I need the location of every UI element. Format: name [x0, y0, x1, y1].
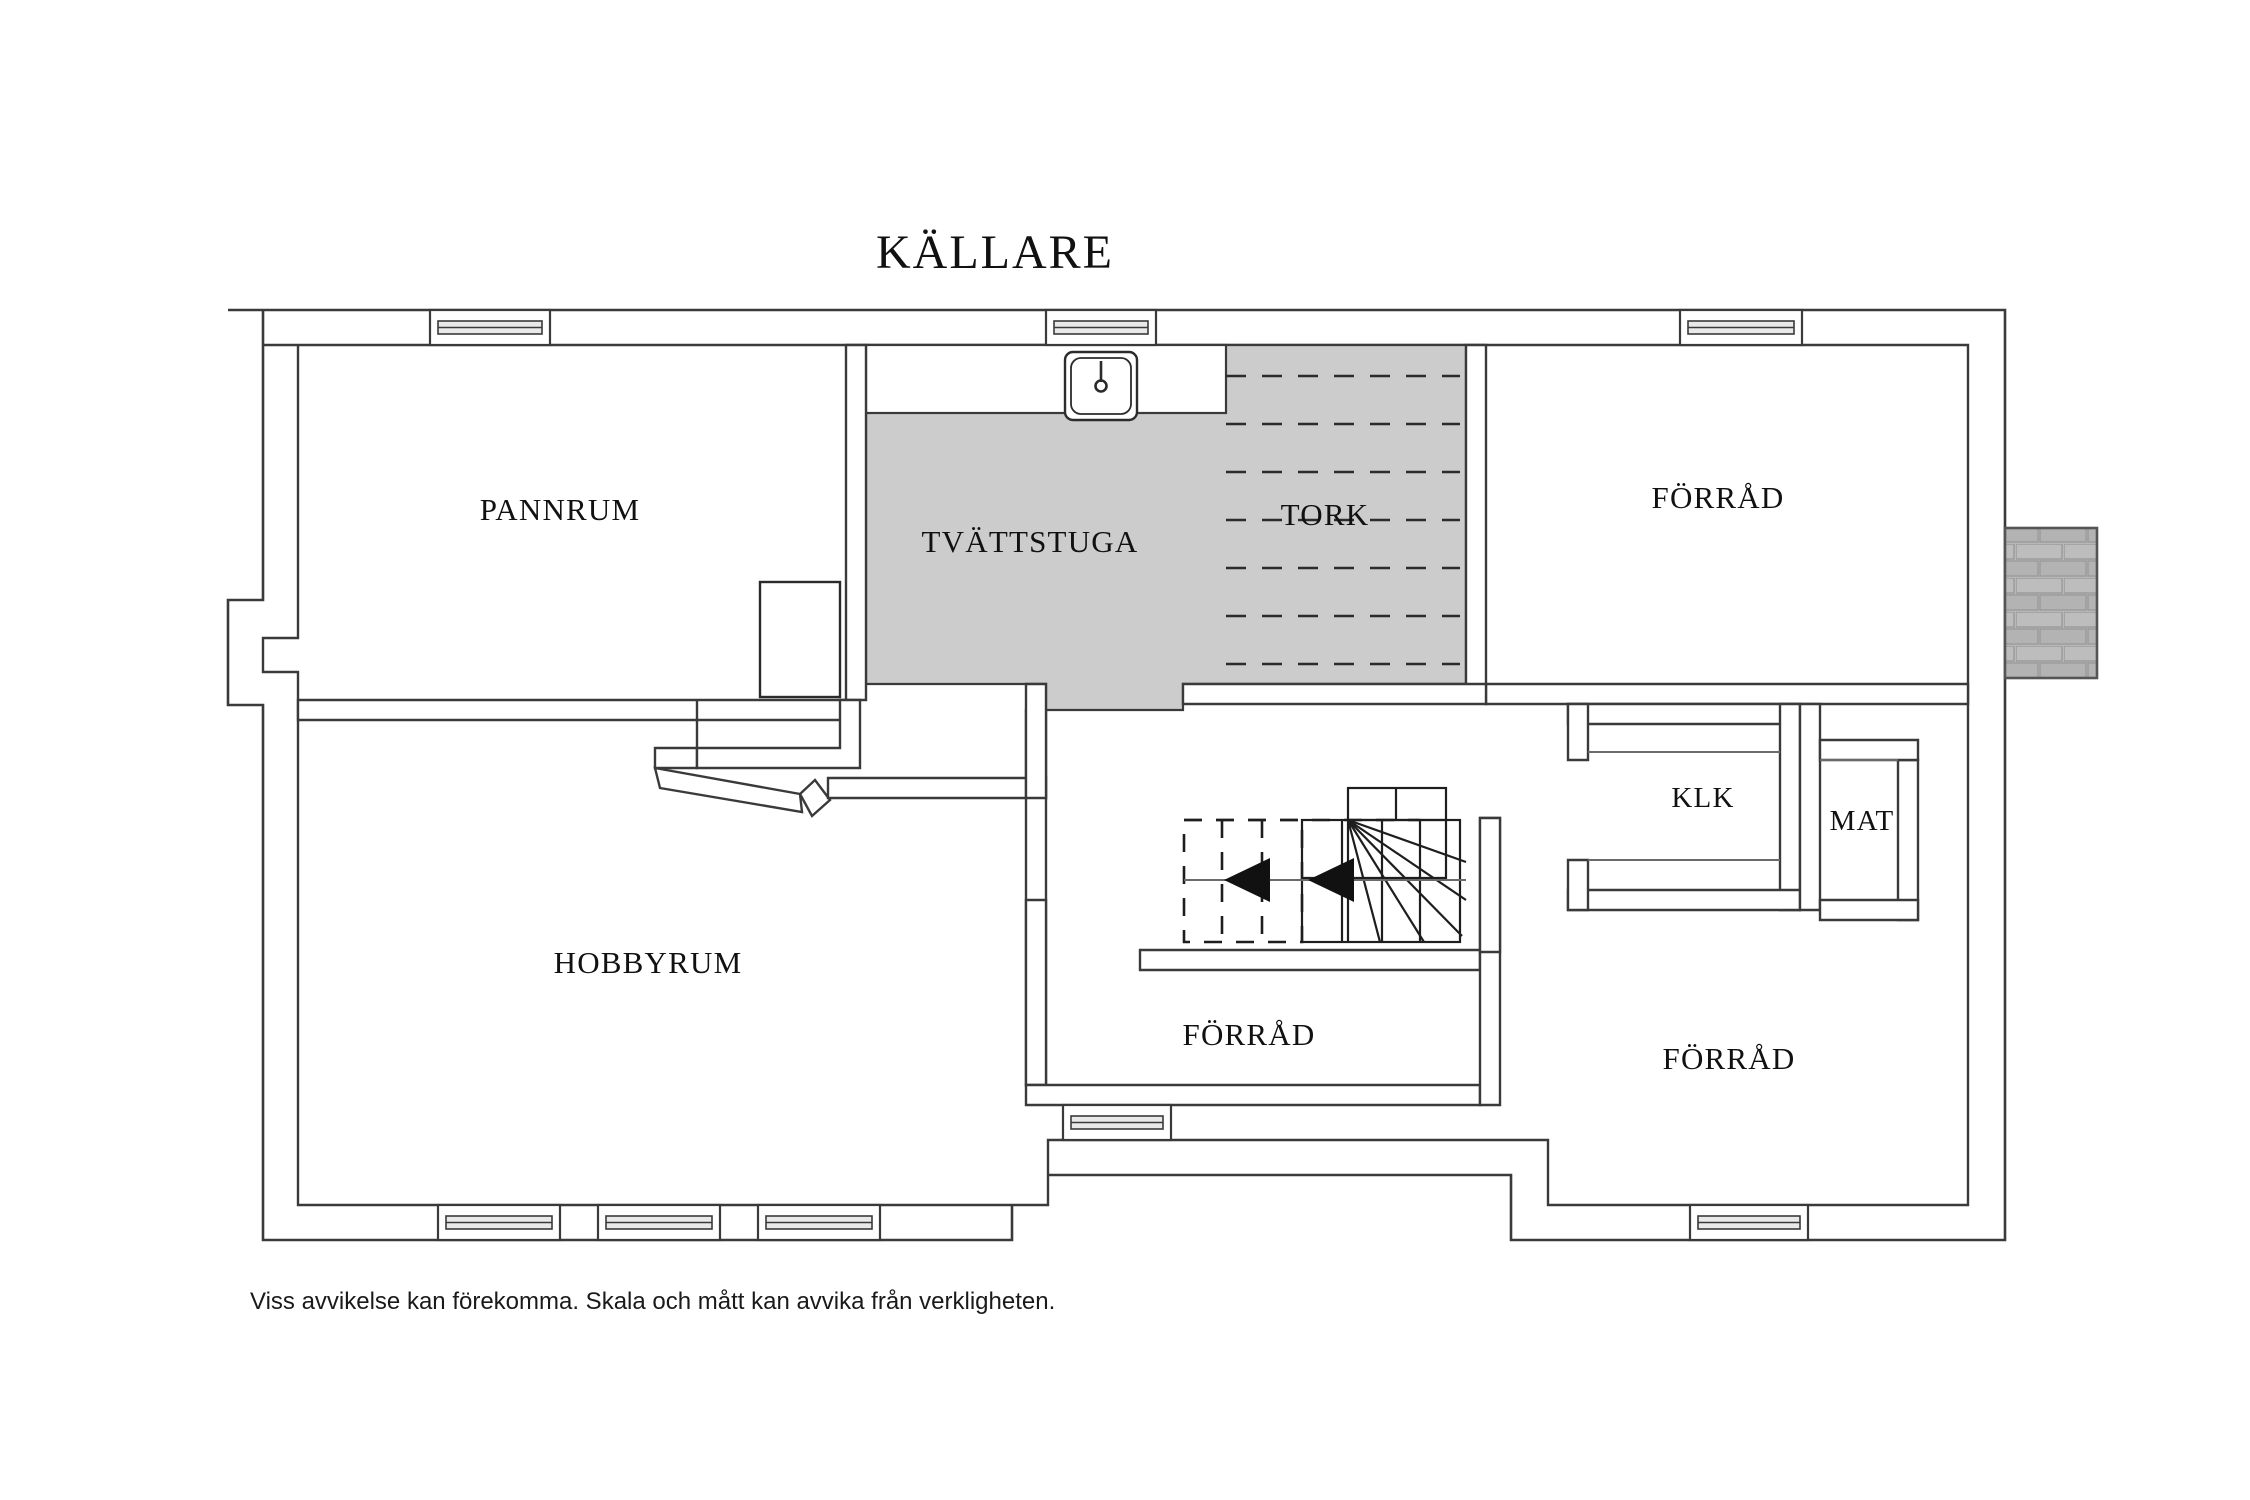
- interior-walls: [296, 343, 1970, 1107]
- wall-mat-bottom: [1818, 898, 1920, 922]
- wall-klk-left: [1566, 702, 1590, 762]
- window-laundry-top: [1044, 308, 1158, 347]
- wall-structure: [226, 308, 2007, 1242]
- sink-icon: [1063, 350, 1139, 422]
- room-label-forrad-top-right: FÖRRÅD: [1652, 480, 1785, 515]
- closet-shelf-lines: [1588, 751, 1898, 861]
- wall-hobby-angled: [653, 766, 804, 814]
- wall-mat-right: [1896, 758, 1920, 922]
- wall-klk-left-lower: [1566, 858, 1590, 912]
- wall-mat-left: [1798, 702, 1822, 912]
- wall-klk-right: [1778, 702, 1802, 912]
- wall-right-block-left-upper: [1478, 816, 1502, 954]
- wall-center-horizontal: [826, 776, 1048, 800]
- boiler-tank-icon: [758, 580, 842, 699]
- wall-center-forrad-bottom: [1024, 1083, 1482, 1107]
- window-pannrum-top: [428, 308, 552, 347]
- wall-klk-bottom: [1566, 888, 1802, 912]
- room-label-tork: TORK: [1281, 497, 1370, 532]
- window-forrad-bottom-right: [1688, 1203, 1810, 1242]
- page-title: KÄLLARE: [0, 225, 2250, 280]
- chimney-icon: [2003, 526, 2099, 680]
- laundry-counter: [864, 343, 1228, 415]
- wall-pannrum-right: [844, 343, 868, 702]
- wall-hobby-jog: [695, 698, 862, 770]
- window-hobbyrum-1: [436, 1203, 562, 1242]
- room-labels: PANNRUM TVÄTTSTUGA TORK FÖRRÅD HOBBYRUM …: [480, 480, 1895, 1076]
- room-label-klk: KLK: [1671, 782, 1734, 814]
- wall-hobby-diagonal-end: [798, 778, 832, 818]
- stair-direction-arrows: [1184, 858, 1466, 902]
- wall-right-forrad-left: [1464, 343, 1488, 702]
- wall-klk-top: [1566, 702, 1802, 726]
- drying-rack-icon: [1226, 374, 1460, 666]
- window-hobbyrum-2: [596, 1203, 722, 1242]
- room-label-forrad-bottom-right: FÖRRÅD: [1663, 1041, 1796, 1076]
- window-hobbyrum-3: [756, 1203, 882, 1242]
- window-forrad-top-right: [1678, 308, 1804, 347]
- room-label-forrad-center: FÖRRÅD: [1183, 1017, 1316, 1052]
- wall-stair-bottom: [1138, 948, 1482, 972]
- wet-room-zone: [864, 343, 1468, 712]
- room-label-tvattstuga: TVÄTTSTUGA: [922, 524, 1139, 559]
- disclaimer-note: Viss avvikelse kan förekomma. Skala och …: [250, 1288, 1056, 1315]
- wall-hobby-right-lower: [1024, 898, 1048, 1087]
- wall-laundry-jamb: [1024, 682, 1048, 800]
- stair-arrow-left-inner: [1308, 858, 1354, 902]
- window-forrad-center: [1061, 1103, 1173, 1142]
- room-label-hobbyrum: HOBBYRUM: [554, 945, 743, 980]
- wall-right-forrad-bottom: [1484, 682, 1970, 706]
- page-title-text: KÄLLARE: [876, 226, 1114, 279]
- wall-mat-top: [1818, 738, 1920, 762]
- wall-laundry-bottom: [1181, 682, 1488, 706]
- stair-arrow-left-outer: [1224, 858, 1270, 902]
- room-label-pannrum: PANNRUM: [480, 492, 641, 527]
- staircase: [1182, 786, 1467, 944]
- wall-pannrum-bottom: [296, 698, 848, 722]
- room-label-mat: MAT: [1830, 805, 1895, 837]
- windows: [428, 308, 1810, 1242]
